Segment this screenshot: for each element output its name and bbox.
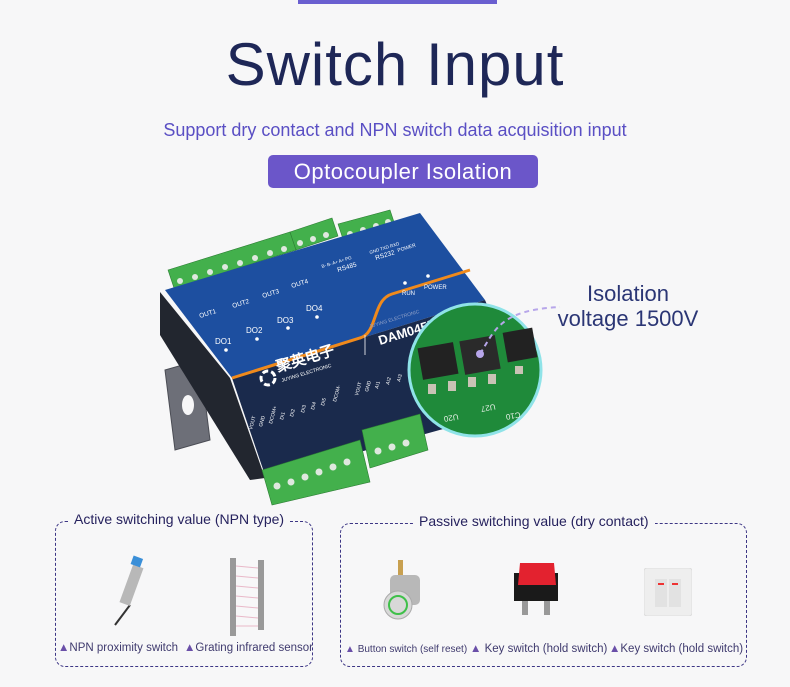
terminal-label: DI5 bbox=[320, 397, 328, 406]
do2-label: DO2 bbox=[246, 326, 263, 335]
terminal-label: DI3 bbox=[300, 404, 308, 413]
active-switching-box: Active switching value (NPN type) bbox=[55, 511, 313, 667]
caption-npn-proximity: ▲NPN proximity switch bbox=[58, 642, 178, 654]
caption-text: Grating infrared sensor bbox=[195, 642, 314, 654]
npn-proximity-switch-image bbox=[114, 555, 144, 626]
terminal-label: DI4 bbox=[310, 401, 318, 410]
terminal-label: VOUT bbox=[354, 382, 363, 397]
caption-text: NPN proximity switch bbox=[69, 642, 179, 654]
rocker-switch-image bbox=[514, 563, 558, 615]
out2-label: OUT2 bbox=[232, 298, 251, 310]
triangle-icon: ▲ bbox=[58, 642, 70, 654]
pcb-magnifier: U20 U27 C10 bbox=[407, 302, 561, 438]
terminal-label: DI2 bbox=[289, 408, 297, 417]
page-subtitle: Support dry contact and NPN switch data … bbox=[163, 120, 627, 140]
brand-logo-icon bbox=[259, 369, 277, 387]
callout-line1: Isolation bbox=[587, 281, 669, 306]
terminal-label: GND bbox=[364, 380, 373, 393]
button-switch-image bbox=[383, 560, 420, 620]
active-box-title: Active switching value (NPN type) bbox=[68, 511, 291, 527]
device-illustration: OUT1 OUT2 OUT3 OUT4 RS485 B- B- A+ A+ PG… bbox=[160, 209, 561, 506]
terminal-label: DI1 bbox=[279, 411, 287, 420]
top-accent-bar bbox=[298, 0, 497, 4]
out4-label: OUT4 bbox=[291, 278, 310, 290]
callout-line2: voltage 1500V bbox=[557, 306, 699, 331]
terminal-label: AI1 bbox=[374, 381, 382, 390]
orange-stripe bbox=[231, 268, 471, 380]
triangle-icon: ▲ bbox=[609, 643, 621, 655]
terminal-label: AI2 bbox=[385, 377, 393, 386]
power-label: POWER bbox=[424, 285, 447, 291]
out1-label: OUT1 bbox=[199, 308, 218, 320]
callout-line bbox=[479, 306, 561, 355]
pcb-label: U27 bbox=[480, 402, 497, 414]
terminal-label: AI3 bbox=[396, 374, 404, 383]
triangle-icon: ▲ bbox=[184, 642, 196, 654]
grating-infrared-sensor-image bbox=[230, 558, 264, 636]
pcb-label: C10 bbox=[505, 410, 522, 422]
triangle-icon: ▲ bbox=[470, 643, 482, 655]
caption-key-switch-1: ▲ Key switch (hold switch) bbox=[470, 643, 607, 655]
page-title: Switch Input bbox=[225, 31, 565, 98]
caption-text: Key switch (hold switch) bbox=[484, 643, 608, 655]
pcb-label: U20 bbox=[443, 412, 460, 424]
device-top-panel bbox=[165, 213, 485, 378]
do1-label: DO1 bbox=[215, 337, 232, 346]
caption-button-switch: ▲ Button switch (self reset) bbox=[345, 644, 467, 655]
passive-switching-box: Passive switching value (dry contact) bbox=[340, 513, 747, 667]
run-label: RUN bbox=[402, 291, 415, 297]
device-side bbox=[160, 292, 265, 480]
terminal-label: GND bbox=[258, 415, 267, 428]
caption-text: Button switch (self reset) bbox=[357, 644, 468, 655]
out3-label: OUT3 bbox=[262, 288, 281, 300]
isolation-callout: Isolation voltage 1500V bbox=[548, 281, 708, 331]
caption-grating-sensor: ▲Grating infrared sensor bbox=[184, 642, 313, 654]
terminal-label: VOUT bbox=[248, 416, 257, 431]
feature-badge: Optocoupler Isolation bbox=[268, 155, 538, 188]
triangle-icon: ▲ bbox=[345, 644, 355, 655]
caption-text: Key switch (hold switch) bbox=[620, 643, 744, 655]
terminal-label: DCOM+ bbox=[268, 405, 279, 424]
caption-key-switch-2: ▲Key switch (hold switch) bbox=[609, 643, 743, 655]
do3-label: DO3 bbox=[277, 316, 294, 325]
wall-switch-image bbox=[644, 568, 692, 616]
power-port-label: POWER bbox=[397, 243, 417, 254]
terminal-label: DCOM- bbox=[332, 384, 342, 402]
passive-box-title: Passive switching value (dry contact) bbox=[413, 513, 655, 529]
do4-label: DO4 bbox=[306, 304, 323, 313]
